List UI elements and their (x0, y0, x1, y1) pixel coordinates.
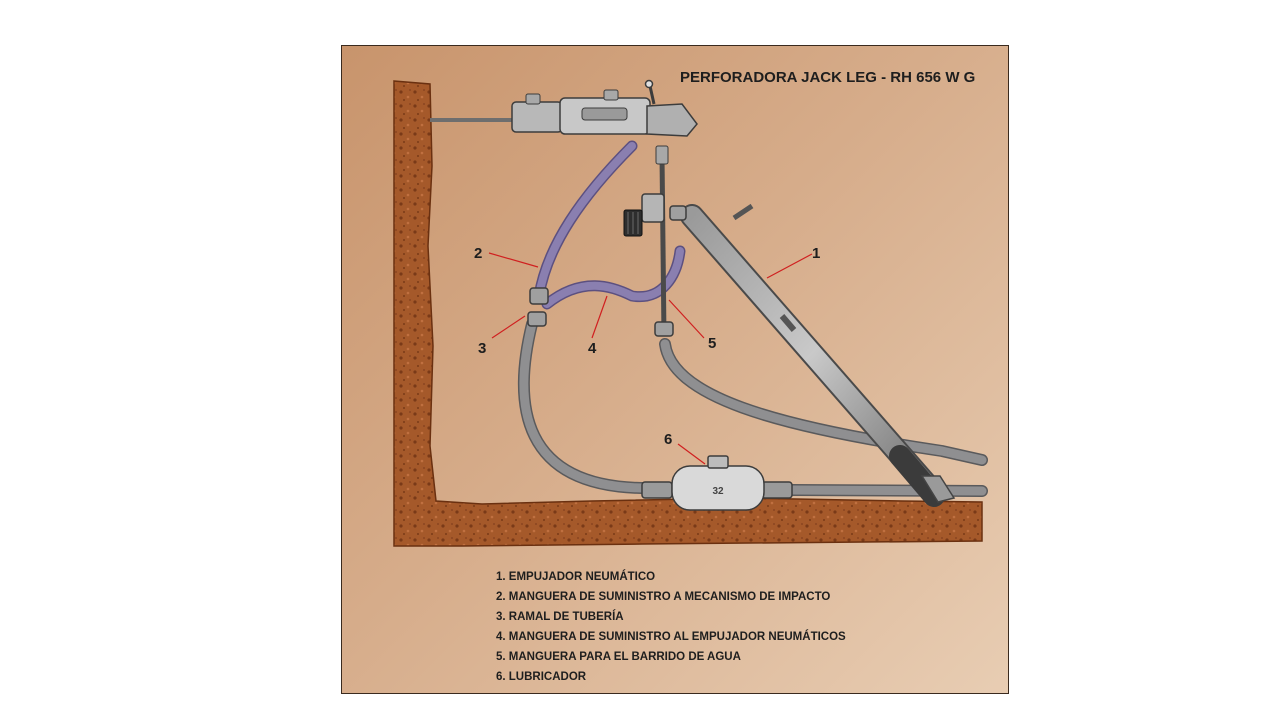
callout-leaders (488, 252, 813, 465)
legend-item-3: 3. RAMAL DE TUBERÍA (496, 611, 624, 623)
lubricator: 32 (641, 455, 793, 511)
diagram-title: PERFORADORA JACK LEG - RH 656 W G (680, 69, 975, 86)
callout-2: 2 (474, 245, 482, 262)
callout-6: 6 (664, 431, 672, 448)
callout-3: 3 (478, 340, 486, 357)
water-rod (659, 155, 667, 337)
hose-fittings (527, 205, 687, 337)
legend-item-5: 5. MANGUERA PARA EL BARRIDO DE AGUA (496, 651, 741, 663)
legend-item-2: 2. MANGUERA DE SUMINISTRO A MECANISMO DE… (496, 591, 831, 603)
lubricator-mark: 32 (712, 486, 724, 497)
diagram-panel: PERFORADORA JACK LEG - RH 656 W G (341, 45, 1009, 694)
legend-list: 1. EMPUJADOR NEUMÁTICO 2. MANGUERA DE SU… (496, 567, 846, 687)
callout-5: 5 (708, 335, 716, 352)
callout-1: 1 (812, 245, 820, 262)
legend-item-4: 4. MANGUERA DE SUMINISTRO AL EMPUJADOR N… (496, 631, 846, 643)
legend-item-6: 6. LUBRICADOR (496, 671, 587, 683)
drill-machine (511, 79, 698, 137)
control-valve (623, 145, 669, 237)
rock-wall (393, 80, 983, 547)
purple-hoses (533, 140, 686, 310)
legend-item-1: 1. EMPUJADOR NEUMÁTICO (496, 571, 656, 583)
pneumatic-leg (680, 203, 956, 507)
callout-4: 4 (588, 340, 597, 357)
jackleg-diagram: PERFORADORA JACK LEG - RH 656 W G (393, 69, 988, 547)
